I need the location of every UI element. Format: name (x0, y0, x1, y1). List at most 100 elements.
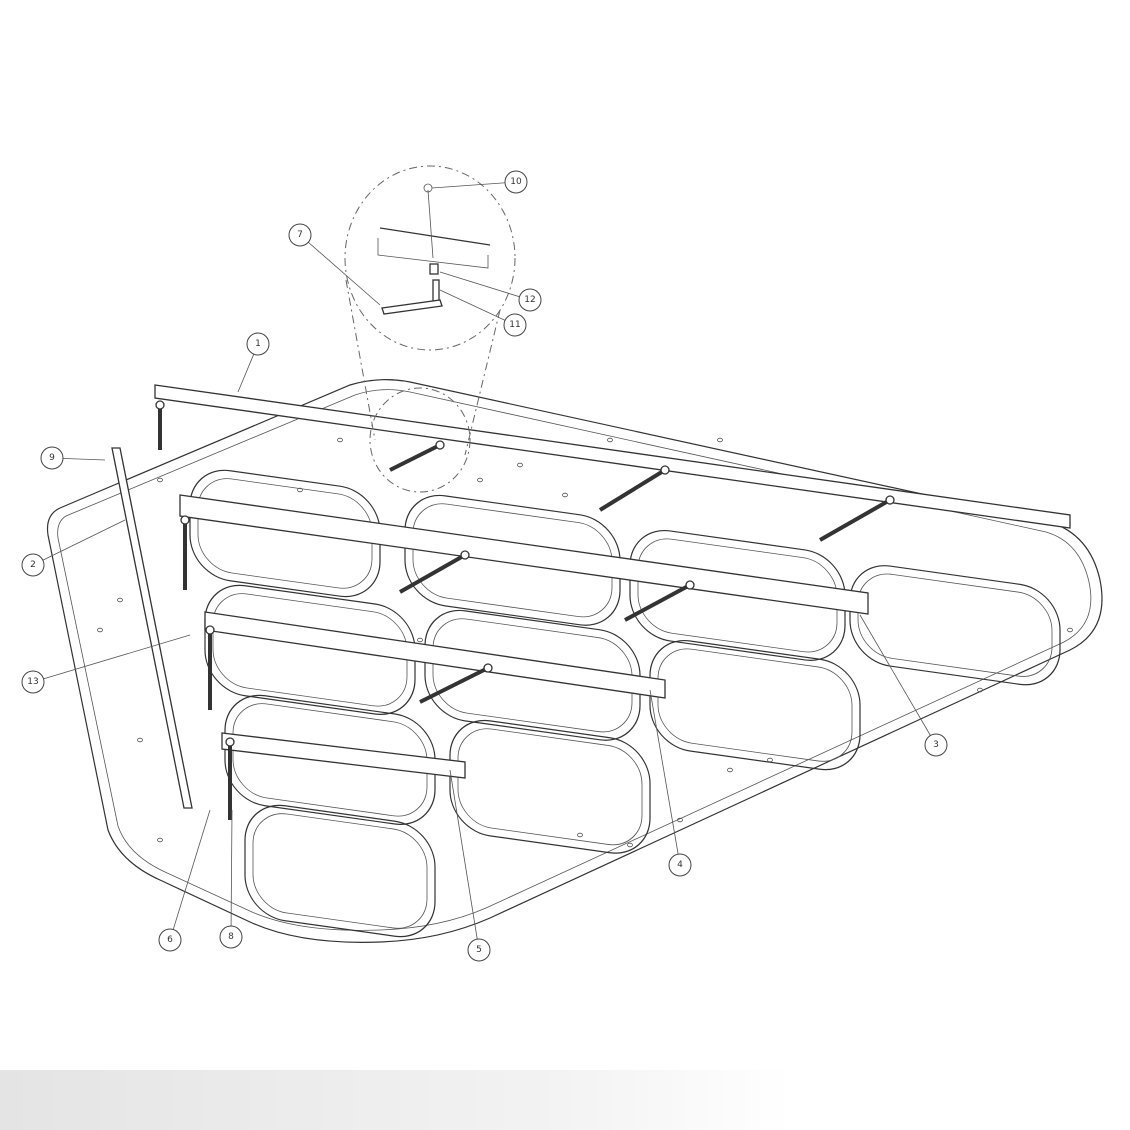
callout-circle (40, 446, 64, 470)
leader-line (32, 519, 126, 566)
crossbar-4 (221, 732, 466, 779)
pin-nut (660, 465, 670, 475)
detail-bar-edge (379, 227, 491, 246)
callout-12: 12 (439, 271, 542, 312)
callout-3: 3 (859, 614, 948, 757)
detail-actuator-arm (381, 299, 443, 315)
callout-label: 12 (524, 295, 535, 305)
actuator-pin (598, 468, 667, 512)
callout-6: 6 (158, 809, 211, 952)
pin-nut (460, 550, 470, 560)
crossbar-3 (204, 611, 666, 699)
mounting-hole (417, 637, 423, 643)
pin-nut (180, 515, 190, 525)
mounting-hole (137, 737, 143, 743)
callout-label: 1 (255, 339, 261, 349)
crossbar-2 (179, 494, 869, 615)
base-plate (46, 379, 1103, 943)
callout-label: 6 (167, 935, 173, 945)
mounting-hole (157, 837, 163, 843)
mounting-hole (517, 462, 523, 468)
callout-label: 9 (49, 453, 55, 463)
callout-circle (246, 332, 270, 356)
detail-bar-section (377, 238, 489, 269)
leader-line (431, 181, 517, 189)
detail-circle (344, 165, 516, 351)
callout-label: 13 (27, 677, 38, 687)
actuator-pin (399, 553, 466, 594)
leader-line (169, 809, 211, 941)
pin-nut (205, 625, 215, 635)
cutout-5 (204, 584, 416, 716)
mounting-hole (577, 832, 583, 838)
pin-nut (435, 440, 445, 450)
pin-nut (225, 737, 235, 747)
callout-label: 7 (297, 230, 303, 240)
callout-circle (219, 925, 243, 949)
leader-line (32, 634, 191, 683)
mounting-hole (562, 492, 568, 498)
callout-7: 7 (288, 223, 381, 306)
leader-line (230, 809, 233, 938)
cutout-inner (457, 728, 643, 846)
callout-circle (158, 928, 182, 952)
cutout-10 (244, 804, 436, 938)
pin-nut (155, 400, 165, 410)
callout-circle (504, 170, 528, 194)
mounting-hole (117, 597, 123, 603)
mounting-hole (717, 437, 723, 443)
mounting-hole (1067, 627, 1073, 633)
callout-label: 11 (509, 320, 520, 330)
actuator-pin (389, 443, 441, 472)
mounting-hole (727, 767, 733, 773)
cutout-inner (212, 593, 408, 707)
mounting-hole (157, 477, 163, 483)
leader-line (439, 289, 516, 326)
leader-line (439, 271, 531, 301)
callout-circle (467, 938, 491, 962)
detail-source-circle (369, 387, 471, 493)
pin-nut (885, 495, 895, 505)
mounting-hole (297, 487, 303, 493)
detail-spacer (429, 263, 439, 275)
mounting-hole (97, 627, 103, 633)
detail-bolt-axis (427, 189, 434, 259)
cutout-1 (189, 469, 381, 598)
pin-nut (483, 663, 493, 673)
cutout-4 (849, 565, 1061, 686)
detail-pin-post (432, 279, 440, 303)
linkage-rod (111, 447, 193, 809)
cutout-inner (657, 648, 853, 762)
callout-circle (503, 313, 527, 337)
mounting-hole (477, 477, 483, 483)
actuator-pins (155, 400, 895, 820)
actuator-pin (419, 666, 489, 704)
leader-line (859, 614, 937, 746)
cutout-inner (857, 573, 1053, 677)
plate-holes (97, 437, 1073, 848)
actuator-pin (624, 583, 691, 622)
crossbars (111, 384, 1071, 809)
callout-label: 3 (933, 740, 939, 750)
leader-line (299, 234, 381, 306)
callout-8: 8 (219, 809, 243, 949)
callout-label: 4 (677, 860, 683, 870)
mounting-hole (677, 817, 683, 823)
actuator-pin (819, 498, 891, 542)
cutout-inner (252, 813, 428, 929)
callout-5: 5 (449, 769, 491, 962)
leader-line (449, 769, 480, 951)
callout-circle (924, 733, 948, 757)
page-shadow (0, 1070, 1130, 1130)
callout-circle (288, 223, 312, 247)
crossbar-1 (154, 384, 1071, 529)
detail-view (344, 165, 516, 493)
cutout-inner (197, 478, 373, 589)
callout-9: 9 (40, 446, 106, 470)
callout-circle (21, 670, 45, 694)
callout-circle (21, 553, 45, 577)
pin-nut (685, 580, 695, 590)
mounting-hole (977, 687, 983, 693)
